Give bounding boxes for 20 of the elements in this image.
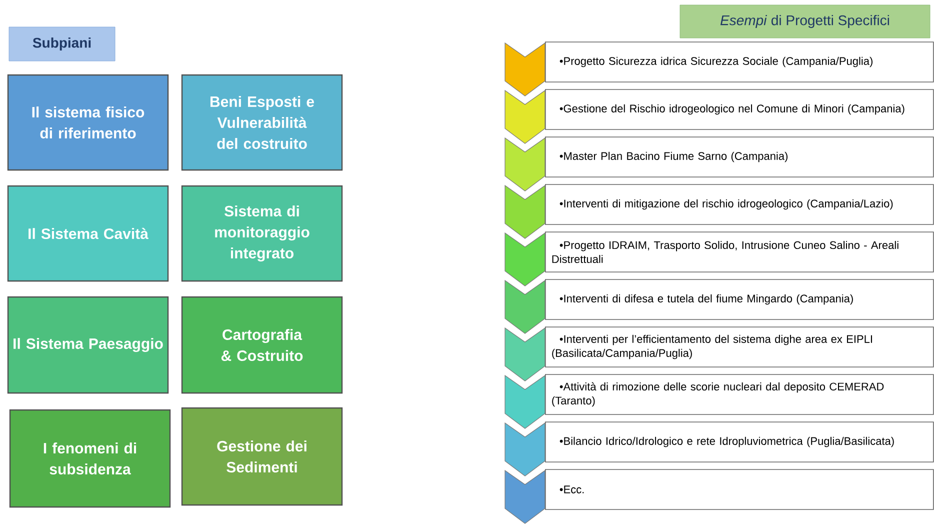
- subplan-box: Sistema di monitoraggio integrato: [181, 185, 343, 282]
- project-box: •Gestione del Rischio idrogeologico nel Comune di Minori (Campania): [545, 89, 934, 130]
- project-box: •Ecc.: [545, 469, 934, 510]
- project-box: •Bilancio Idrico/Idrologico e rete Idropluviometrica (Puglia/Basilicata): [545, 422, 934, 462]
- subplan-box: Gestione dei Sedimenti: [181, 407, 343, 506]
- project-box: •Master Plan Bacino Fiume Sarno (Campania): [545, 136, 934, 178]
- project-box: •Attività di rimozione delle scorie nucleari dal deposito CEMERAD (Taranto): [545, 374, 934, 415]
- subplan-box: Il sistema fisico di riferimento: [7, 74, 169, 171]
- project-box: •Interventi per l’efficientamento del sistema dighe area ex EIPLI (Basilicata/Campania/Puglia): [545, 326, 934, 368]
- subplan-box: Il Sistema Paesaggio: [7, 296, 169, 394]
- header-box: Subpiani: [8, 26, 116, 62]
- header-box: Esempi di Progetti Specifici: [680, 4, 930, 38]
- project-box: •Interventi di difesa e tutela del fiume Mingardo (Campania): [545, 279, 934, 320]
- subplan-box: I fenomeni di subsidenza: [9, 409, 171, 508]
- subplan-box: Cartografia & Costruito: [181, 296, 343, 394]
- project-box: •Progetto Sicurezza idrica Sicurezza Sociale (Campania/Puglia): [545, 42, 934, 82]
- project-box: •Interventi di mitigazione del rischio idrogeologico (Campania/Lazio): [545, 184, 934, 225]
- subplan-box: Il Sistema Cavità: [7, 185, 169, 282]
- project-box: •Progetto IDRAIM, Trasporto Solido, Intrusione Cuneo Salino - Areali Distrettuali: [545, 232, 934, 272]
- subplan-box: Beni Esposti e Vulnerabilità del costruito: [181, 74, 343, 171]
